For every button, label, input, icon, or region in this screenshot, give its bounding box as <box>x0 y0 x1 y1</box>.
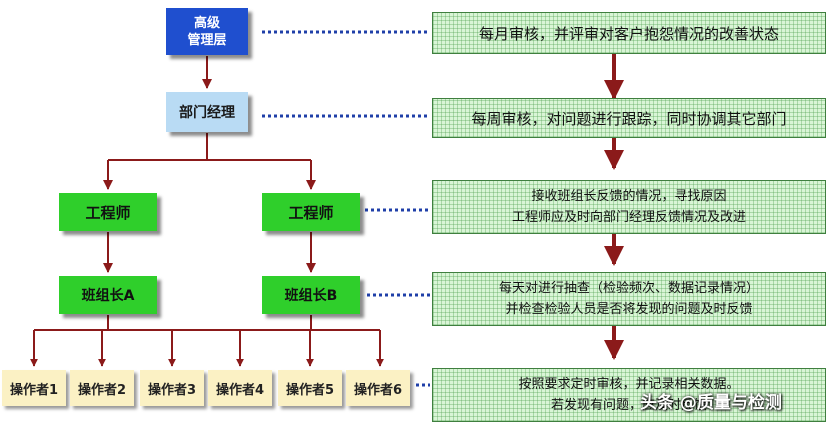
top-management-box: 高级 管理层 <box>166 8 248 55</box>
note-line: 若发现有问题，应及时反馈 <box>550 398 707 413</box>
operator-3-box: 操作者3 <box>140 370 204 406</box>
operator-label: 操作者5 <box>285 382 335 398</box>
operator-label: 操作者1 <box>9 382 59 398</box>
team-leader-b-box: 班组长B <box>262 276 360 314</box>
operator-label: 操作者4 <box>215 382 265 398</box>
note-line: 按照要求定时审核，并记录相关数据。 <box>518 377 740 392</box>
operator-6-box: 操作者6 <box>346 370 410 406</box>
dotted-connectors <box>262 30 430 387</box>
department-manager-box: 部门经理 <box>166 92 248 132</box>
note-engineer: 接收班组长反馈的情况，寻找原因 工程师应及时向部门经理反馈情况及改进 <box>432 180 826 234</box>
note-operator: 按照要求定时审核，并记录相关数据。 若发现有问题，应及时反馈 <box>432 368 826 422</box>
department-manager-label: 部门经理 <box>179 105 235 121</box>
engineer-label: 工程师 <box>288 203 334 222</box>
note-top-management: 每月审核，并评审对客户抱怨情况的改善状态 <box>432 12 826 54</box>
operator-1-box: 操作者1 <box>2 370 66 406</box>
operator-2-box: 操作者2 <box>70 370 134 406</box>
note-line: 每月审核，并评审对客户抱怨情况的改善状态 <box>478 24 779 43</box>
team-leader-label: 班组长B <box>284 288 338 304</box>
top-management-label-line1: 高级 <box>193 15 220 31</box>
engineer-box-right: 工程师 <box>262 193 360 231</box>
engineer-box-left: 工程师 <box>59 193 157 231</box>
team-leader-a-box: 班组长A <box>59 276 157 314</box>
top-management-label-line2: 管理层 <box>187 32 227 48</box>
note-department-manager: 每周审核，对问题进行跟踪，同时协调其它部门 <box>432 98 826 138</box>
note-line: 每天对进行抽查（检验频次、数据记录情况） <box>498 281 759 296</box>
note-line: 每周审核，对问题进行跟踪，同时协调其它部门 <box>471 109 787 128</box>
operator-4-box: 操作者4 <box>208 370 272 406</box>
note-line: 并检查检验人员是否将发现的问题及时反馈 <box>505 302 753 317</box>
note-line: 工程师应及时向部门经理反馈情况及改进 <box>511 210 746 225</box>
watermark: 头条 @质量与检测 <box>640 393 782 413</box>
operator-label: 操作者6 <box>353 382 403 398</box>
engineer-label: 工程师 <box>85 203 131 222</box>
operator-5-box: 操作者5 <box>278 370 342 406</box>
note-line: 接收班组长反馈的情况，寻找原因 <box>531 189 727 204</box>
team-leader-label: 班组长A <box>81 288 135 304</box>
note-team-leader: 每天对进行抽查（检验频次、数据记录情况） 并检查检验人员是否将发现的问题及时反馈 <box>432 272 826 326</box>
operator-label: 操作者2 <box>77 382 127 398</box>
org-tree-connectors <box>30 56 384 367</box>
operator-label: 操作者3 <box>147 382 197 398</box>
